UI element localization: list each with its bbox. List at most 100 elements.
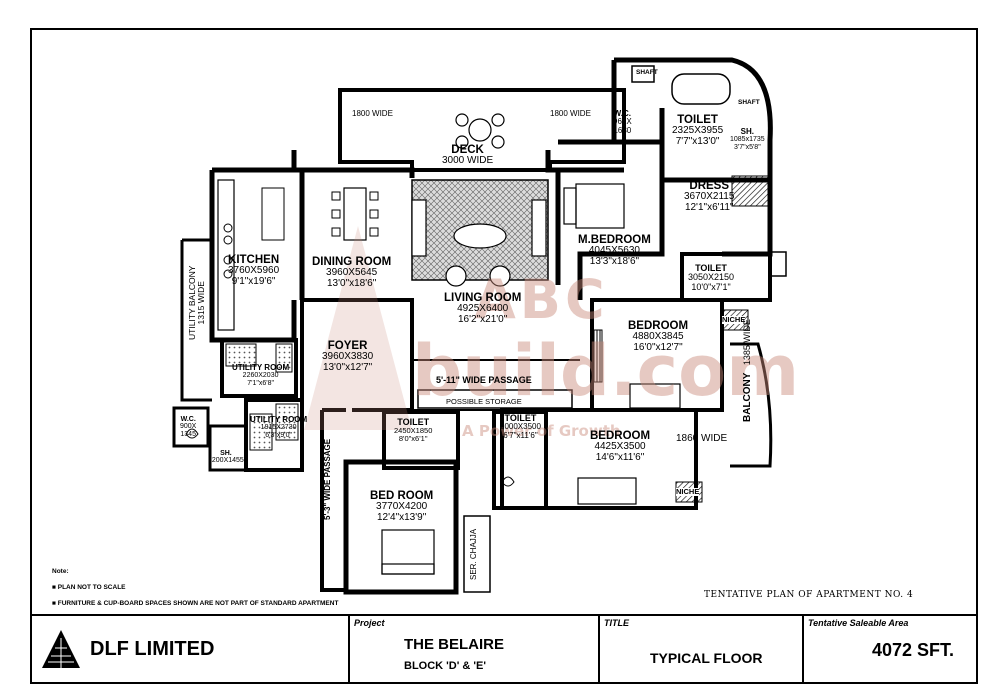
company-name: DLF LIMITED xyxy=(90,638,215,660)
area-cell: Tentative Saleable Area 4072 SFT. xyxy=(802,616,974,684)
wall-dining xyxy=(291,150,415,300)
room-kitchen: KITCHEN 3760X5960 9'1"x19'6" xyxy=(228,254,279,287)
utility-balcony-label: UTILITY BALCONY 1315 WIDE xyxy=(187,266,206,340)
room-dim: 960X xyxy=(613,117,632,127)
room-imperial: 16'0"x12'7" xyxy=(633,341,683,353)
watermark-line2: build.com xyxy=(412,330,800,412)
room-name: LIVING ROOM xyxy=(444,292,522,304)
area-value: 4072 SFT. xyxy=(872,640,955,660)
dining-table xyxy=(343,187,367,241)
room-imperial: 10'0"x7'1" xyxy=(691,281,731,292)
room-foyer: FOYER 3960X3830 13'0"x12'7" xyxy=(322,340,373,373)
balcony-name: BALCONY xyxy=(742,372,753,422)
room-dim: 3000 WIDE xyxy=(442,155,494,167)
room-toilet-2: TOILET 3050X2150 10'0"x7'1" xyxy=(688,263,735,292)
room-dim: 1085x1735 xyxy=(730,136,765,144)
wc-servant xyxy=(172,406,210,448)
room-imperial: 9'1"x19'6" xyxy=(231,275,276,287)
room-toilet-master: TOILET 2325X3955 7'7"x13'0" xyxy=(672,114,723,147)
room-name: SH. xyxy=(220,450,232,457)
room-dim2: 1680 xyxy=(613,125,632,135)
room-utility-2: UTILITY ROOM 1915X2730 6'3"x9'0" xyxy=(250,415,308,439)
watermark-tag: A Power of Growth xyxy=(462,422,621,440)
room-name: DECK xyxy=(451,144,484,156)
project-header: Project xyxy=(354,618,385,628)
room-dress: DRESS 3670X2115 12'1"x6'11" xyxy=(684,180,734,213)
room-toilet-4: TOILET 2000X3500 6'7"x11'6" xyxy=(500,413,541,440)
note-text: FURNITURE & CUP-BOARD SPACES SHOWN ARE N… xyxy=(57,600,339,607)
title-cell: TITLE TYPICAL FLOOR xyxy=(598,616,802,684)
room-dim: 4925X6400 xyxy=(457,303,509,315)
room-name: BEDROOM xyxy=(628,320,689,332)
note-item: ■ FURNITURE & CUP-BOARD SPACES SHOWN ARE… xyxy=(52,600,339,607)
room-dim: 3960X3830 xyxy=(322,351,374,363)
note-item: ■ PLAN NOT TO SCALE xyxy=(52,584,126,591)
ser-chajja xyxy=(463,515,491,593)
room-name: UTILITY ROOM xyxy=(250,415,308,424)
room-name: TOILET xyxy=(695,263,727,273)
room-dim: 3770X4200 xyxy=(376,501,428,513)
room-imperial: 13'0"x18'6" xyxy=(326,277,377,289)
wall-utility-balcony xyxy=(180,238,212,402)
room-name: W.C. xyxy=(613,109,632,118)
company-cell: DLF LIMITED xyxy=(30,616,348,684)
side-passage xyxy=(320,408,346,592)
dlf-logo-icon xyxy=(42,630,80,668)
room-imperial: 13'3"x18'6" xyxy=(589,255,640,267)
project-cell: Project THE BELAIRE BLOCK 'D' & 'E' xyxy=(348,616,598,684)
room-name: BEDROOM xyxy=(590,430,651,442)
project-name: THE BELAIRE xyxy=(404,636,505,653)
bathtub xyxy=(671,73,731,105)
room-dim: 4425X3500 xyxy=(594,441,646,453)
floor-plan xyxy=(172,57,787,595)
room-bedroom-1: BEDROOM 4880X3845 16'0"x12'7" xyxy=(628,320,688,353)
room-dim: 3050X2150 xyxy=(688,272,735,283)
room-wc-master: W.C. 960X 1680 xyxy=(613,109,632,135)
room-name: TOILET xyxy=(397,417,430,427)
room-name: W.C. xyxy=(180,416,196,423)
kitchen-counter xyxy=(217,179,235,331)
room-utility-1: UTILITY ROOM 2260X2030 7'1"x6'8" xyxy=(232,363,289,387)
room-name: BED ROOM xyxy=(370,490,434,502)
toilet-master-shaft xyxy=(631,65,655,83)
toilet-4 xyxy=(492,410,548,510)
room-master-bedroom: M.BEDROOM 4045X5630 13'3"x18'6" xyxy=(578,234,651,267)
passage-main: 5'-11" WIDE PASSAGE xyxy=(436,375,532,385)
room-imperial: 7'7"x13'0" xyxy=(675,135,720,147)
wall-bedroom-2 xyxy=(500,408,698,510)
utility-balcony-dim: 1315 WIDE xyxy=(195,281,206,325)
room-name: KITCHEN xyxy=(228,254,280,266)
room-dim: 3760X5960 xyxy=(228,265,280,277)
shaft-right: SHAFT xyxy=(738,99,760,106)
room-dining: DINING ROOM 3960X5645 13'0"x18'6" xyxy=(312,256,391,289)
area-header: Tentative Saleable Area xyxy=(808,618,909,628)
sh-servant xyxy=(208,424,248,472)
watermark-pyramid xyxy=(304,226,412,430)
dress-cabinet xyxy=(731,175,773,207)
room-dim: 1915X2730 xyxy=(260,424,297,432)
passage-side: 5'-3" WIDE PASSAGE xyxy=(323,438,332,520)
drawing-sheet: ABC build.com A Power of Growth 1800 WID… xyxy=(30,28,978,684)
room-name: TOILET xyxy=(677,114,718,126)
master-bed xyxy=(575,183,625,229)
note-text: PLAN NOT TO SCALE xyxy=(57,584,126,591)
wall-master-toilet xyxy=(614,57,773,257)
room-sh-servant: SH. 1200X1455 xyxy=(208,450,244,465)
storage-label: POSSIBLE STORAGE xyxy=(446,397,522,406)
room-imperial: 3'7"x5'8" xyxy=(733,143,761,151)
room-dim: 2260X2030 xyxy=(242,372,279,380)
room-name: DRESS xyxy=(689,180,730,192)
utility-room-1 xyxy=(220,338,298,398)
deck-width-left: 1800 WIDE xyxy=(352,109,393,118)
room-bedroom-3: BED ROOM 3770X4200 12'4"x13'9" xyxy=(370,490,433,523)
storage-box xyxy=(417,389,573,409)
room-dim: 1200X1455 xyxy=(208,457,244,465)
room-living: LIVING ROOM 4925X6400 16'2"x21'0" xyxy=(444,292,521,325)
project-block: BLOCK 'D' & 'E' xyxy=(404,660,486,672)
room-sh-master: SH. 1085x1735 3'7"x5'8" xyxy=(730,127,765,151)
deck-width-right: 1800 WIDE xyxy=(550,109,591,118)
room-imperial: 16'2"x21'0" xyxy=(458,313,508,325)
room-toilet-3: TOILET 2450X1850 8'0"x6'1" xyxy=(394,417,432,443)
balcony-dim: 1385 WIDE xyxy=(742,319,752,366)
room-dim2: 1345 xyxy=(180,430,196,438)
